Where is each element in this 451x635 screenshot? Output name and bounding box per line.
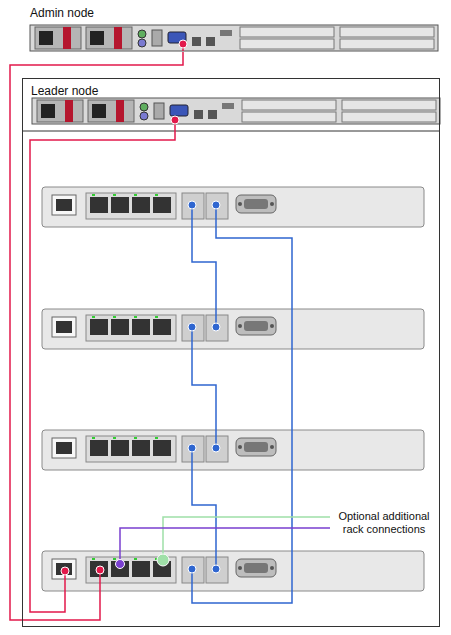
network-cable (10, 52, 183, 620)
node-title: Leader node (31, 84, 98, 98)
leader-server (32, 98, 440, 124)
switch-chassis (42, 430, 424, 470)
red-cables (22, 44, 183, 620)
switch-chassis (42, 187, 424, 227)
optional-port (116, 560, 125, 569)
switch-chassis (42, 309, 424, 349)
server-node: Admin node (28, 6, 440, 52)
optional-port (157, 554, 169, 566)
rack-enclosure: Leader node (22, 78, 440, 627)
red-ports (61, 40, 187, 575)
rack-divider (22, 131, 440, 132)
blue-cables (192, 205, 292, 603)
node-title: Admin node (30, 6, 94, 20)
leader-line (163, 517, 330, 556)
admin-server (30, 25, 438, 51)
leader-line (120, 528, 330, 563)
callout-note: Optional additional rack connections (334, 510, 434, 536)
